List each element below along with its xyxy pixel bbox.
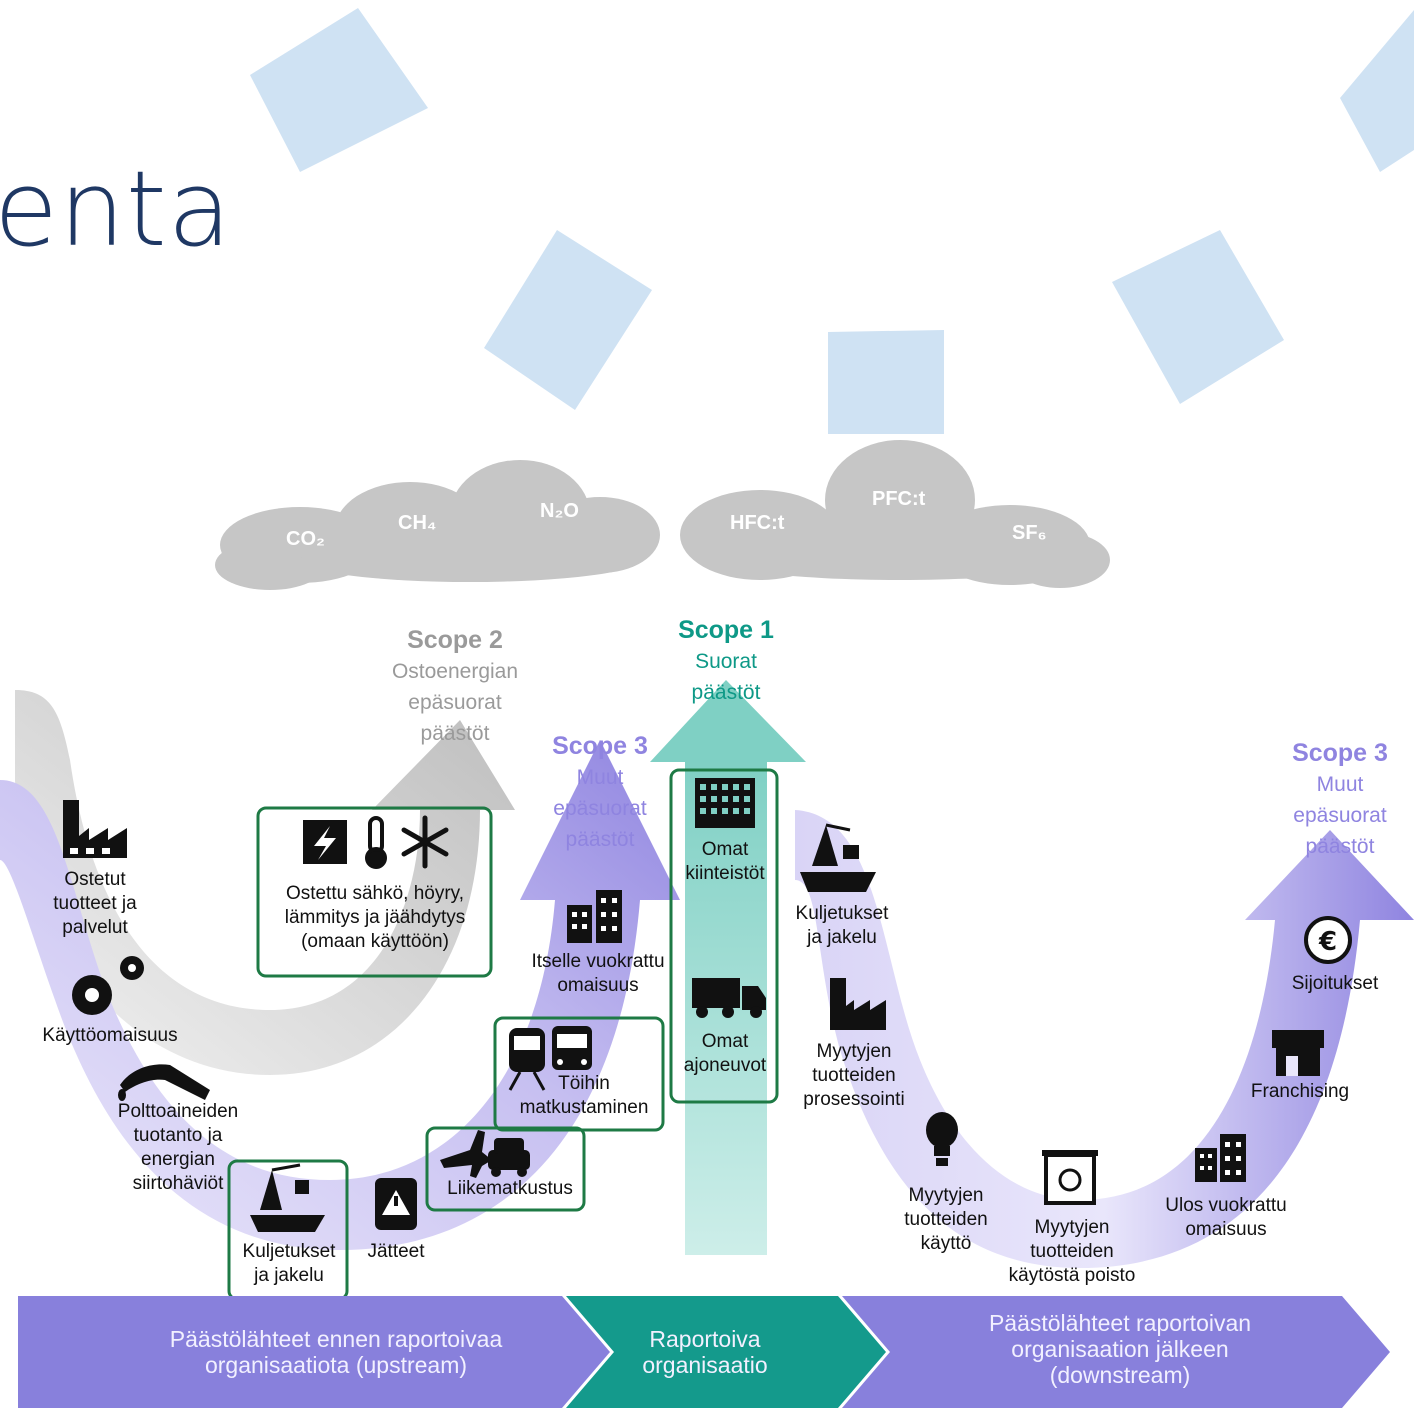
label-franchising: Franchising (1250, 1081, 1350, 1102)
cloud-shape (700, 530, 1100, 580)
decor-square (1112, 230, 1284, 404)
bus-icon (552, 1026, 592, 1070)
scope3-upstream-arrow (0, 740, 680, 1250)
scope1-text: Suorat päästöt (691, 650, 761, 704)
truck-icon (692, 978, 766, 1018)
scope1-label: Scope 1 Suorat päästöt (646, 584, 806, 708)
label-downstream-transport: Kuljetukset ja jakelu (795, 903, 889, 948)
band-downstream-label: Päästölähteet raportoivan organisaation … (988, 1310, 1252, 1388)
purchased-energy-box (256, 806, 493, 978)
office-buildings-icon-downstream (1195, 1134, 1246, 1182)
cloud-shape (300, 538, 640, 582)
storefront-icon (1272, 1030, 1324, 1076)
label-leased-out: Ulos vuokrattu omaisuus (1165, 1195, 1287, 1240)
upstream-band (18, 1296, 610, 1408)
hotel-building-icon (695, 778, 755, 828)
ship-crane-icon-downstream (800, 823, 876, 892)
label-leased-assets: Itselle vuokrattu omaisuus (531, 951, 665, 996)
recycle-bin-icon (1042, 1150, 1098, 1205)
business-travel-box (425, 1126, 586, 1212)
label-own-buildings: Omat kiinteistöt (685, 839, 765, 884)
gas-hfc: HFC:t (730, 512, 785, 534)
downstream-band (842, 1296, 1390, 1408)
band-upstream-label: Päästölähteet ennen raportoivaa organisa… (169, 1326, 503, 1378)
snowflake-icon (401, 815, 449, 869)
gas-n2o: N₂O (540, 500, 579, 522)
scope3-upstream-text: Muut epäsuorat päästöt (553, 766, 647, 851)
scope2-heading: Scope 2 (407, 626, 503, 654)
cloud-shape (215, 540, 325, 590)
electricity-icon (303, 820, 347, 864)
scope2-text: Ostoenergian epäsuorat päästöt (391, 660, 519, 745)
scope2-arrow (15, 690, 515, 1075)
band-reporting-label: Raportoiva organisaatio (642, 1326, 768, 1378)
label-business-travel: Liikematkustus (447, 1178, 573, 1199)
gear-icon (72, 956, 144, 1015)
scope1-items-box (669, 768, 779, 1104)
train-icon (508, 1028, 546, 1091)
scope3-downstream-heading: Scope 3 (1292, 739, 1388, 767)
scope3-downstream-label: Scope 3 Muut epäsuorat päästöt (1266, 707, 1414, 862)
taxi-icon (488, 1138, 530, 1177)
factory-icon-downstream (830, 978, 886, 1030)
decor-squares (250, 8, 1414, 434)
label-commuting: Töihin matkustaminen (519, 1073, 649, 1118)
scope3-downstream-text: Muut epäsuorat päästöt (1293, 773, 1387, 858)
label-purchased-energy: Ostettu sähkö, höyry, lämmitys ja jäähdy… (284, 883, 466, 952)
scope1-heading: Scope 1 (678, 616, 774, 644)
ship-crane-icon (250, 1163, 325, 1232)
label-processing: Myytyjen tuotteiden prosessointi (803, 1041, 905, 1110)
thermometer-icon (365, 816, 387, 869)
slide-title-fragment: enta (0, 148, 233, 270)
office-buildings-icon (567, 890, 622, 943)
scope3-upstream-heading: Scope 3 (552, 732, 648, 760)
label-waste: Jätteet (367, 1241, 425, 1262)
label-end-of-life: Myytyjen tuotteiden käytöstä poisto (1008, 1217, 1136, 1286)
decor-square (484, 230, 652, 410)
gas-pfc: PFC:t (872, 488, 926, 510)
euro-coin-icon: € (1304, 916, 1352, 964)
factory-icon (63, 800, 127, 858)
decor-square (1340, 10, 1414, 172)
label-purchased-goods: Ostetut tuotteet ja palvelut (53, 869, 137, 938)
gas-co2: CO₂ (286, 528, 325, 550)
gas-clouds (215, 440, 1110, 590)
label-upstream-transport: Kuljetukset ja jakelu (242, 1241, 336, 1286)
label-investments: Sijoitukset (1291, 973, 1379, 994)
lightbulb-icon (926, 1112, 958, 1166)
label-capital-goods: Käyttöomaisuus (42, 1025, 178, 1046)
label-product-use: Myytyjen tuotteiden käyttö (904, 1185, 988, 1254)
waste-barrel-icon (375, 1178, 417, 1230)
reporting-band (566, 1296, 886, 1408)
decor-square (250, 8, 428, 172)
scope1-arrow-head (650, 680, 806, 762)
fuel-nozzle-icon (118, 1064, 210, 1101)
scope3-upstream-label: Scope 3 Muut epäsuorat päästöt (520, 700, 680, 855)
scope2-label: Scope 2 Ostoenergian epäsuorat päästöt (370, 594, 540, 749)
airplane-icon (440, 1130, 492, 1178)
decor-square (828, 330, 944, 434)
gas-sf6: SF₆ (1012, 522, 1047, 544)
label-own-vehicles: Omat ajoneuvot (683, 1031, 767, 1076)
gas-ch4: CH₄ (398, 512, 437, 534)
label-fuel-energy: Polttoaineiden tuotanto ja energian siir… (117, 1101, 239, 1194)
svg-text:€: € (1318, 927, 1337, 957)
